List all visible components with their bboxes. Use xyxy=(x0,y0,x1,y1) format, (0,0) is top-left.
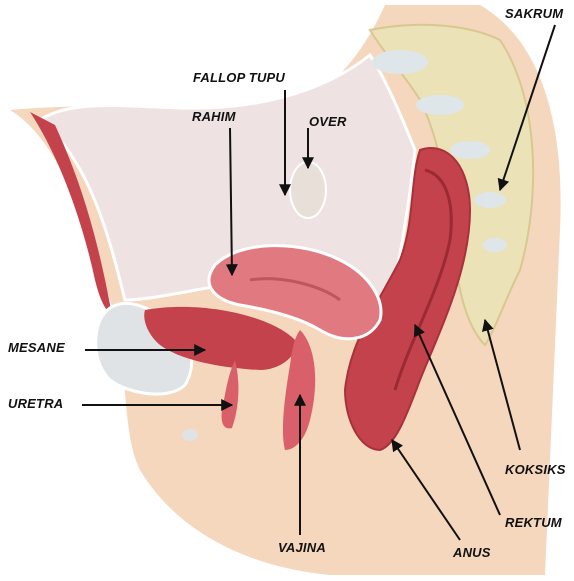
label-rahim: RAHIM xyxy=(192,109,236,124)
ovary xyxy=(290,162,326,218)
pubic-bone xyxy=(182,429,198,441)
label-uretra: URETRA xyxy=(8,396,63,411)
label-anus: ANUS xyxy=(453,545,491,560)
vertebra-disc xyxy=(372,50,428,74)
vertebra-disc xyxy=(483,238,507,252)
vertebra-disc xyxy=(450,141,490,159)
label-mesane: MESANE xyxy=(8,340,65,355)
label-sakrum: SAKRUM xyxy=(505,6,563,21)
label-over: OVER xyxy=(309,114,347,129)
label-koksiks: KOKSIKS xyxy=(505,462,566,477)
label-vajina: VAJINA xyxy=(278,540,326,555)
label-fallop-tupu: FALLOP TUPU xyxy=(193,70,285,85)
vertebra-disc xyxy=(416,95,464,115)
label-rektum: REKTUM xyxy=(505,515,562,530)
vertebra-disc xyxy=(474,192,506,208)
